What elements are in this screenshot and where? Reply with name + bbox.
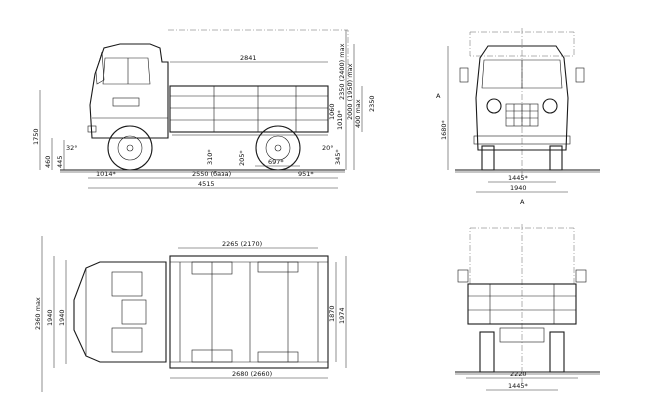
side-window: [102, 57, 151, 85]
dim-rear-track: 1445*: [508, 382, 529, 390]
dim-width-left-2: 1940: [46, 309, 54, 326]
front-bumper: [87, 125, 97, 133]
wheel-arch-right: [257, 351, 299, 363]
section-mark-left: А: [436, 92, 441, 100]
right-wheel: [549, 145, 563, 171]
dim-width-right: 1974: [338, 307, 346, 324]
seat: [111, 327, 143, 353]
right-rear-wheel: [549, 331, 565, 373]
front-wheel-rim: [117, 135, 143, 161]
dim-platform-width: 1870: [328, 305, 336, 322]
top-view: 2265 (2170) 2680 (2660) 1870 1974 2360 m…: [34, 236, 347, 392]
dim-height-3: 2350: [368, 95, 376, 112]
left-wheel: [481, 145, 495, 171]
rear-wheel: [255, 125, 301, 171]
dim-width-left-1: 2360 max: [34, 297, 42, 330]
windshield: [481, 59, 563, 89]
dim-front-height: 1680*: [440, 119, 448, 140]
front-wheel: [107, 125, 153, 171]
left-mirror: [457, 269, 469, 283]
dim-height-1: 2350 (2400) max: [338, 43, 346, 100]
front-bumper: [473, 135, 571, 145]
dim-left-height: 1750: [32, 128, 40, 145]
dim-floor-2: 445: [56, 156, 64, 168]
left-headlight: [486, 98, 502, 114]
right-mirror: [575, 269, 587, 283]
awning-outline: [469, 31, 575, 57]
side-view: 2841 2550 (база) 1014* 951* 4515 697* 23…: [32, 29, 376, 189]
dim-rear-wheel-offset: 697*: [268, 158, 284, 166]
rear-view: 2220 1445*: [455, 224, 600, 391]
dim-body-height: 400 max: [354, 99, 362, 128]
cab-body: [89, 43, 169, 139]
angle-front: 32°: [66, 144, 78, 152]
right-headlight: [542, 98, 558, 114]
engine-cover: [121, 299, 147, 325]
right-mirror: [575, 67, 585, 83]
wheel-arch-left: [257, 261, 299, 273]
seat: [111, 271, 143, 297]
front-wheel-hub: [126, 144, 134, 152]
dim-height-2: 2000 (1950) max: [346, 63, 354, 120]
dim-rear-width: 2220: [510, 370, 527, 378]
dim-small-b: 1010*: [336, 109, 344, 130]
dim-rear-overhang: 951*: [298, 170, 314, 178]
angle-rear: 20°: [322, 144, 334, 152]
cargo-platform: [169, 255, 329, 369]
rear-axle: [499, 327, 545, 343]
front-view: 1680* 1445* 1940 А А: [436, 28, 600, 206]
rear-wheel-hub: [274, 144, 282, 152]
dim-front-overhang: 1014*: [96, 170, 117, 178]
dim-floor-1: 460: [44, 156, 52, 168]
section-mark-bottom: А: [520, 198, 525, 206]
dim-clear-3: 205*: [238, 150, 246, 166]
cab-front: [475, 45, 569, 151]
spare-bay: [191, 349, 233, 363]
left-mirror: [459, 67, 469, 83]
awning-outline: [168, 29, 349, 86]
cab-top: [73, 261, 167, 363]
dim-clear-1: 310*: [206, 149, 214, 165]
cab-badge: [112, 97, 140, 107]
windshield: [95, 51, 105, 85]
dim-platform-length: 2265 (2170): [222, 240, 262, 248]
rear-wheel-rim: [265, 135, 291, 161]
spare-bay: [191, 261, 233, 275]
dim-clear-2: 345*: [334, 149, 342, 165]
dim-overall-length: 4515: [198, 180, 215, 188]
dim-cargo-length: 2841: [240, 54, 257, 62]
dim-platform-inner: 2680 (2660): [232, 370, 272, 378]
dim-front-track: 1445*: [508, 174, 529, 182]
left-rear-wheel: [479, 331, 495, 373]
dim-wheelbase: 2550 (база): [192, 170, 231, 178]
dim-small-a: 1060: [328, 103, 336, 120]
dim-front-width: 1940: [510, 184, 527, 192]
dim-overall-width: 1940: [58, 309, 66, 326]
cargo-body: [169, 85, 329, 133]
tailgate: [467, 283, 577, 325]
